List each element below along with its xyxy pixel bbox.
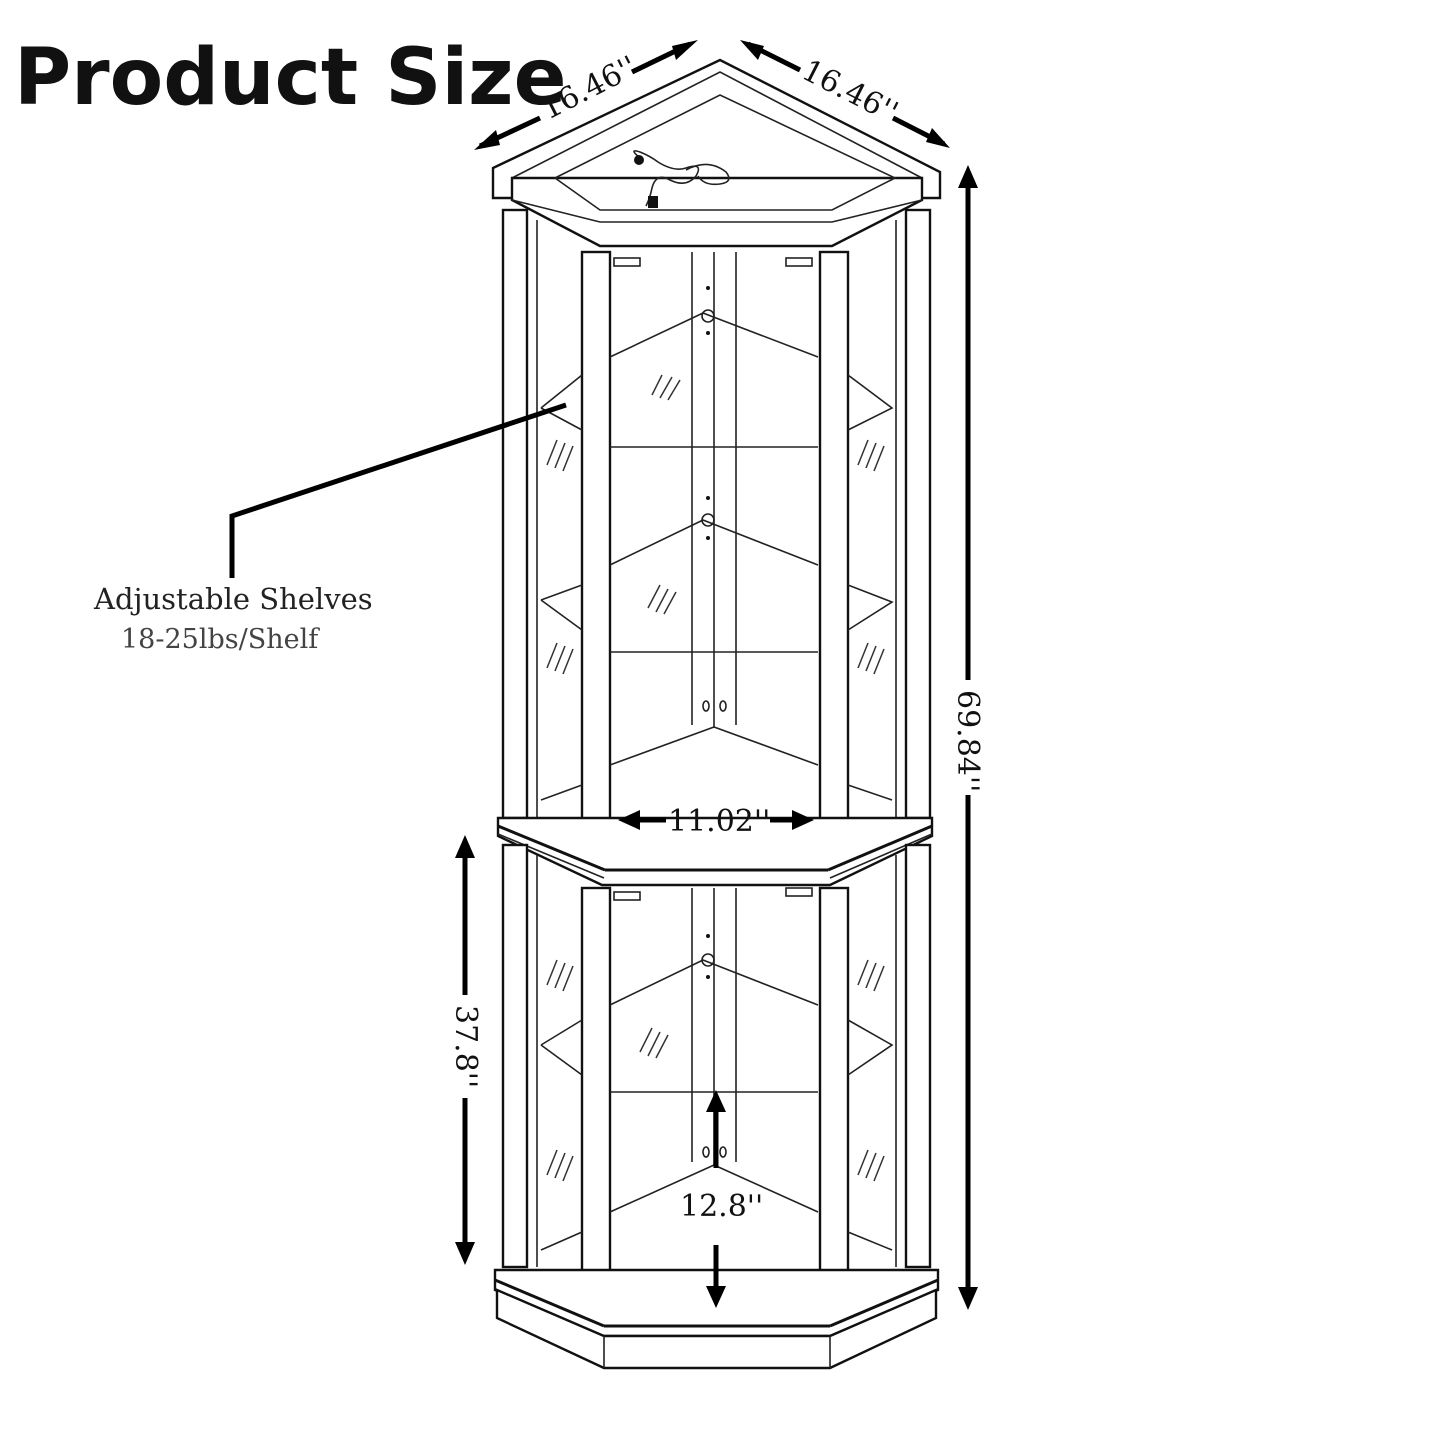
dimension-shelf-gap: 12.8''	[680, 1090, 763, 1308]
dimension-lower-height: 37.8''	[448, 835, 483, 1265]
cabinet-middle-band	[496, 816, 934, 887]
cabinet-top	[491, 58, 942, 248]
power-cord-icon	[633, 150, 730, 208]
callout-label: Adjustable Shelves	[93, 582, 373, 616]
dimension-front-width: 11.02''	[618, 804, 814, 839]
page-title: Product Size	[14, 33, 566, 123]
dimension-total-height: 69.84''	[950, 165, 985, 1310]
cabinet-lower-section	[501, 843, 932, 1314]
dimension-label: 69.84''	[950, 690, 985, 792]
callout-capacity: 18-25lbs/Shelf	[121, 624, 320, 655]
dimension-label: 11.02''	[668, 804, 770, 839]
glass-reflection-icon	[546, 374, 885, 675]
shelf-callout: Adjustable Shelves 18-25lbs/Shelf	[93, 402, 567, 655]
corner-cabinet	[491, 58, 942, 1370]
cabinet-upper-section	[501, 208, 932, 866]
dimension-label: 12.8''	[680, 1189, 763, 1224]
dimension-label: 37.8''	[448, 1005, 483, 1088]
